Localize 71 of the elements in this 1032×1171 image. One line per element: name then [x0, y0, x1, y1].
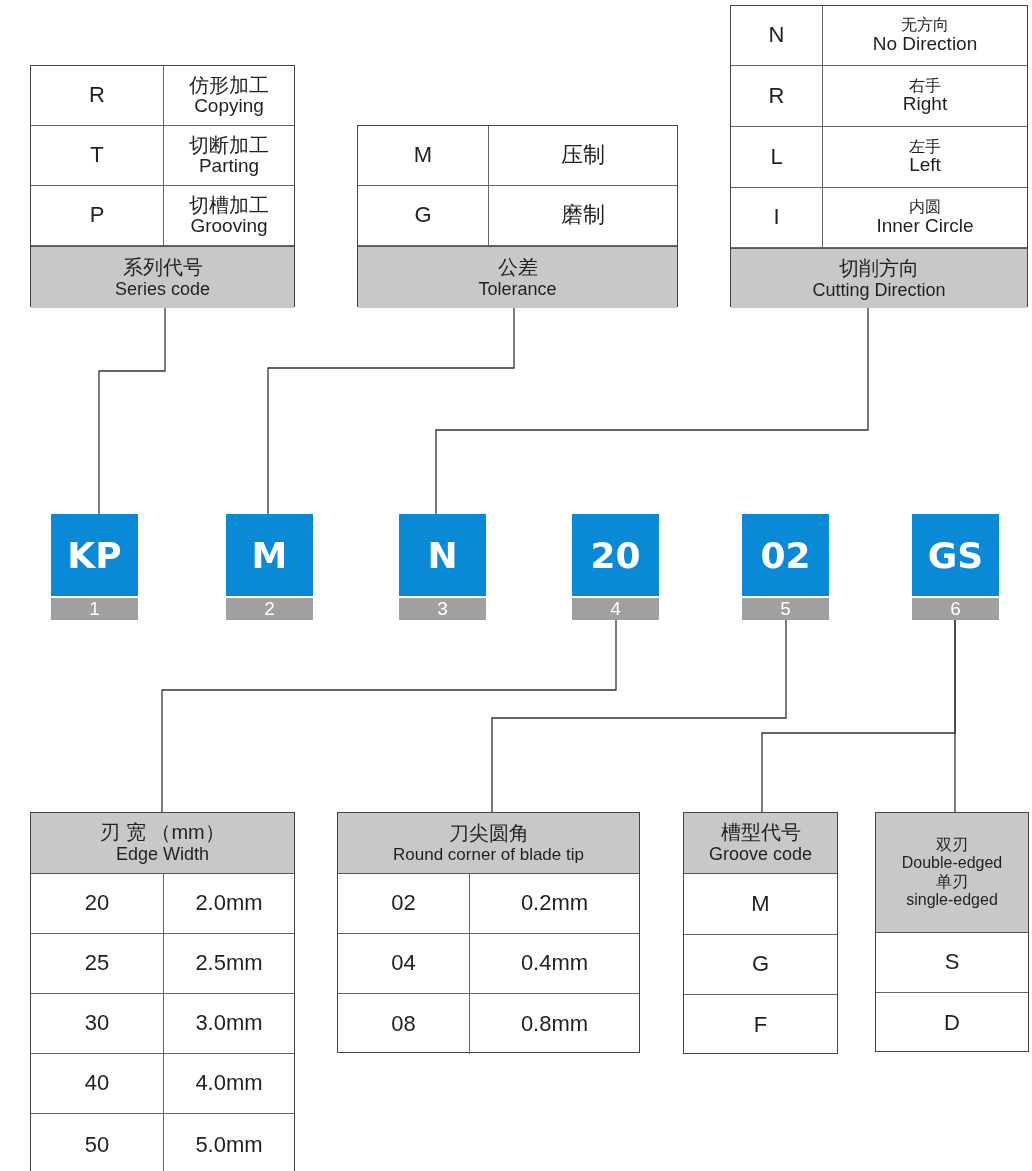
table-cell-text: G [750, 950, 771, 979]
index-bar: 3 [399, 598, 486, 620]
connector-line [161, 619, 617, 813]
index-bar: 2 [226, 598, 313, 620]
connector-line [267, 306, 515, 515]
table-cell-text: 无方向 No Direction [871, 15, 979, 56]
table-header: 刃 宽 （mm） Edge Width [31, 813, 294, 874]
table-cell-text: 0.8mm [519, 1009, 590, 1038]
table-cell-text: S [943, 948, 961, 977]
table-cell: T [31, 126, 164, 185]
table-cell-text: 内圆 Inner Circle [875, 197, 975, 238]
table-cell-text: 仿形加工 Copying [188, 73, 270, 119]
table-cell: 30 [31, 994, 164, 1053]
table-cell: M [358, 126, 489, 185]
table-cell: N [731, 6, 823, 65]
table-cell: I [731, 188, 823, 247]
table-cell: L [731, 127, 823, 187]
table-cell-text: 2.0mm [194, 889, 264, 918]
index-bar: 6 [912, 598, 999, 620]
table-header: 刀尖圆角 Round corner of blade tip [338, 813, 639, 874]
table-header: 公差 Tolerance [358, 246, 677, 308]
code-box: N [399, 514, 486, 596]
index-bar: 4 [572, 598, 659, 620]
table-cell-text: 左手 Left [908, 136, 942, 178]
table-cell-text: 切断加工 Parting [188, 133, 270, 179]
connector-line [954, 619, 956, 813]
table-cell-text: 0.4mm [519, 949, 590, 978]
table-cell: 02 [338, 874, 470, 933]
table-cell-text: 0.2mm [519, 889, 590, 918]
table-cell-text: 5.0mm [194, 1130, 264, 1159]
spec-table [30, 65, 295, 307]
table-cell: 20 [31, 874, 164, 933]
table-header: 系列代号 Series code [31, 246, 294, 308]
table-cell: 08 [338, 994, 470, 1054]
table-cell: G [358, 186, 489, 245]
table-header: 槽型代号 Groove code [684, 813, 837, 874]
table-cell-text: 压制 [560, 141, 606, 170]
connector-line [435, 306, 869, 515]
table-cell-text: 4.0mm [194, 1069, 264, 1098]
table-cell: 40 [31, 1054, 164, 1113]
table-cell: 04 [338, 934, 470, 993]
index-bar: 1 [51, 598, 138, 620]
code-box: 20 [572, 514, 659, 596]
table-header: 双刃 Double-edged 单刃 single-edged [876, 813, 1028, 933]
table-cell-text: F [752, 1010, 769, 1039]
table-cell: 50 [31, 1114, 164, 1171]
connector-line [491, 619, 787, 813]
code-box: M [226, 514, 313, 596]
table-cell-text: 2.5mm [194, 949, 264, 978]
table-cell: R [31, 66, 164, 125]
spec-table [30, 812, 295, 1171]
connector-line [98, 306, 166, 515]
table-cell-text: 右手 Right [901, 75, 949, 117]
spec-table [730, 5, 1028, 307]
table-cell-text: D [943, 1008, 961, 1037]
spec-table [337, 812, 640, 1053]
spec-table [683, 812, 838, 1054]
spec-table [875, 812, 1029, 1052]
table-cell: R [731, 66, 823, 126]
code-box: 02 [742, 514, 829, 596]
table-cell-text: 3.0mm [194, 1009, 264, 1038]
table-cell-text: 磨制 [560, 201, 606, 230]
index-bar: 5 [742, 598, 829, 620]
table-cell-text: M [750, 889, 771, 918]
table-cell: P [31, 186, 164, 245]
spec-table [357, 125, 678, 307]
code-box: KP [51, 514, 138, 596]
code-box: GS [912, 514, 999, 596]
table-cell: 25 [31, 934, 164, 993]
table-cell-text: 切槽加工 Grooving [188, 193, 270, 239]
table-header: 切削方向 Cutting Direction [731, 248, 1027, 308]
